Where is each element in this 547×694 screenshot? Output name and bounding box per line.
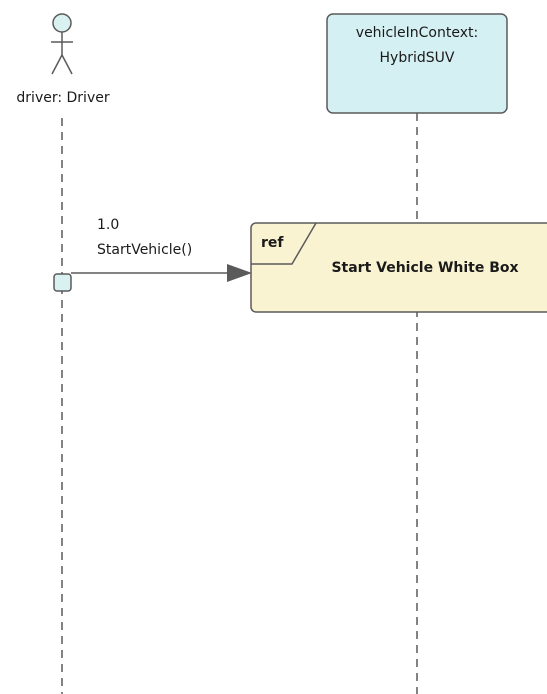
message-start-vehicle[interactable]: 1.0 StartVehicle(): [71, 217, 252, 282]
lifeline-box-line2: HybridSUV: [380, 50, 455, 66]
activation-box[interactable]: [53, 273, 72, 292]
message-label: StartVehicle(): [97, 242, 192, 258]
ref-frame-tag-box: [251, 222, 317, 265]
lifeline-box-vehicle[interactable]: vehicleInContext: HybridSUV: [326, 13, 508, 114]
message-number: 1.0: [97, 217, 119, 233]
ref-frame[interactable]: ref Start Vehicle White Box: [250, 222, 547, 313]
lifeline-box-line1: vehicleInContext:: [356, 25, 478, 41]
actor-driver[interactable]: driver: Driver: [16, 13, 110, 106]
stick-figure-icon: [51, 13, 73, 75]
ref-frame-title: Start Vehicle White Box: [331, 260, 518, 276]
actor-label: driver: Driver: [16, 90, 109, 106]
arrowhead-icon: [227, 264, 252, 282]
ref-frame-tag: ref: [261, 235, 284, 251]
